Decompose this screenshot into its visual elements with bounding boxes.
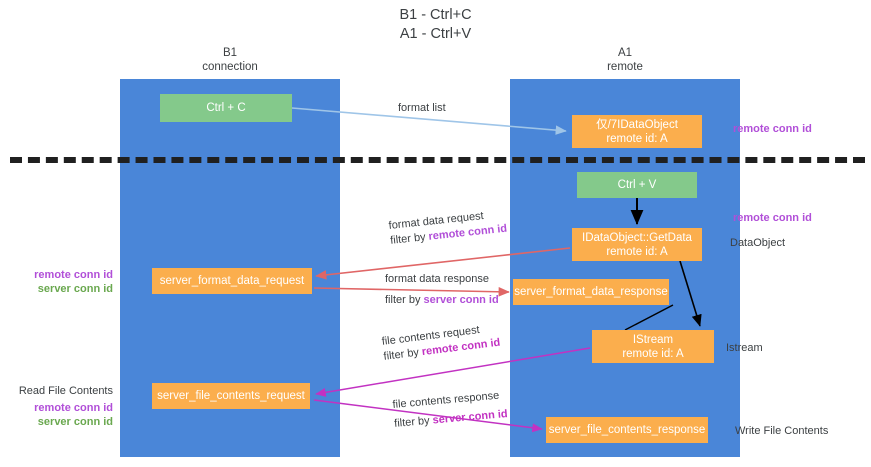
node-ctrl-c-label: Ctrl + C <box>206 102 246 114</box>
column-header-b1-role: connection <box>202 61 258 73</box>
edge-label-format-data-response-text: format data response <box>385 273 489 285</box>
edge-label-format-list-text: format list <box>398 102 446 114</box>
edge-label-file-contents-response: file contents response filter by server … <box>392 388 508 432</box>
node-istream[interactable]: IStream remote id: A <box>592 330 714 363</box>
edge-label-format-list: format list <box>398 101 446 116</box>
node-idataobject[interactable]: 仅/7IDataObject remote id: A <box>572 115 702 148</box>
annotation-remote-conn-id-top: remote conn id <box>733 123 812 135</box>
edge-label-format-data-response: format data response filter by server co… <box>385 272 499 308</box>
title-line-1: B1 - Ctrl+C <box>399 7 472 23</box>
annotation-remote-conn-id-1: remote conn id <box>34 269 113 281</box>
annotation-remote-conn-id-mid: remote conn id <box>733 212 812 224</box>
node-ctrl-v[interactable]: Ctrl + V <box>577 172 697 198</box>
node-server-file-contents-request-label: server_file_contents_request <box>157 390 305 402</box>
annotation-write-file-contents: Write File Contents <box>735 425 829 437</box>
node-ctrl-v-label: Ctrl + V <box>617 179 657 191</box>
annotation-read-file-contents: Read File Contents <box>18 385 113 397</box>
node-server-format-data-request[interactable]: server_format_data_request <box>152 268 312 294</box>
column-header-a1-name: A1 <box>617 47 633 59</box>
node-getdata-label: IDataObject::GetData <box>582 231 692 244</box>
edge-label-format-data-request: format data request filter by remote con… <box>388 207 508 249</box>
node-server-format-data-response[interactable]: server_format_data_response <box>513 279 669 305</box>
annotation-istream: Istream <box>726 342 763 354</box>
node-getdata-sublabel: remote id: A <box>606 245 668 258</box>
node-idataobject-sublabel: remote id: A <box>606 132 668 145</box>
filter-value: server conn id <box>432 408 509 427</box>
column-header-b1: B1 connection <box>120 46 340 74</box>
filter-prefix: filter by <box>385 294 424 306</box>
annotation-dataobject: DataObject <box>730 237 786 249</box>
node-istream-label: IStream <box>632 333 674 346</box>
node-ctrl-c[interactable]: Ctrl + C <box>160 94 292 122</box>
annotation-server-conn-id-1: server conn id <box>37 283 113 295</box>
column-header-a1: A1 remote <box>510 46 740 74</box>
filter-prefix: filter by <box>382 346 423 363</box>
node-server-format-data-request-label: server_format_data_request <box>159 275 305 287</box>
edge-label-format-data-response-filter: filter by server conn id <box>385 293 499 308</box>
node-server-file-contents-response[interactable]: server_file_contents_response <box>546 417 708 443</box>
phase-divider <box>10 157 865 163</box>
node-server-file-contents-request[interactable]: server_file_contents_request <box>152 383 310 409</box>
filter-value: server conn id <box>423 294 499 306</box>
column-header-b1-name: B1 <box>222 47 238 59</box>
node-server-format-data-response-label: server_format_data_response <box>514 286 668 298</box>
annotation-server-conn-id-2: server conn id <box>37 416 113 428</box>
filter-prefix: filter by <box>393 414 434 430</box>
edge-label-file-contents-request: file contents request filter by remote c… <box>381 321 501 365</box>
annotation-left-conn-ids-2: remote conn id server conn id <box>18 401 113 429</box>
title-line-2: A1 - Ctrl+V <box>399 26 472 42</box>
annotation-remote-conn-id-2: remote conn id <box>34 402 113 414</box>
node-idataobject-getdata[interactable]: IDataObject::GetData remote id: A <box>572 228 702 261</box>
annotation-left-conn-ids-1: remote conn id server conn id <box>18 268 113 296</box>
node-server-file-contents-response-label: server_file_contents_response <box>548 424 706 436</box>
node-idataobject-label: 仅/7IDataObject <box>596 118 678 131</box>
column-header-a1-role: remote <box>607 61 643 73</box>
diagram-title: B1 - Ctrl+C A1 - Ctrl+V <box>0 6 871 44</box>
node-istream-sublabel: remote id: A <box>622 347 684 360</box>
filter-prefix: filter by <box>389 230 430 247</box>
